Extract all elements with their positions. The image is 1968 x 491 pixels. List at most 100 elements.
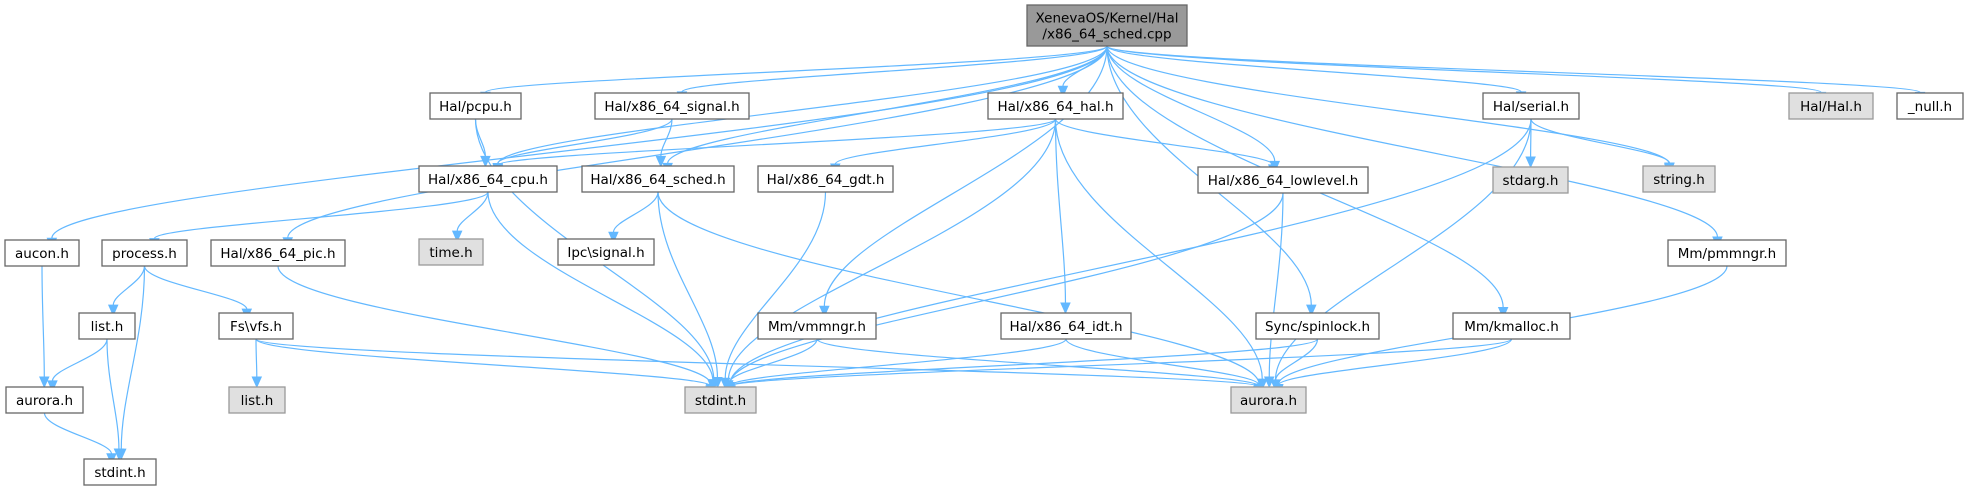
edge-list-to-stdint_l — [106, 338, 125, 461]
node-box — [5, 386, 84, 414]
edge-line — [41, 265, 45, 378]
edge-line — [255, 338, 712, 387]
edge-line — [1106, 45, 1276, 162]
node-mm-vmmngr-h[interactable]: Mm/vmmngr.h — [757, 312, 877, 340]
node-box — [1896, 92, 1964, 120]
edge-line — [834, 118, 1057, 165]
edge-aurora_l-to-stdint_l — [43, 412, 117, 466]
edge-line — [1106, 45, 1822, 93]
node-mm-kmalloc-h[interactable]: Mm/kmalloc.h — [1452, 312, 1571, 340]
edge-hal-to-aurora_c — [1054, 118, 1268, 391]
node-hal-x86-64-sched-h[interactable]: Hal/x86_64_sched.h — [581, 165, 735, 193]
node-aurora-h-external: aurora.h — [1230, 386, 1307, 414]
node-box — [218, 312, 294, 340]
node-hal-x86-64-signal-h[interactable]: Hal/x86_64_signal.h — [594, 92, 750, 120]
node-process-h[interactable]: process.h — [101, 239, 188, 267]
edge-line — [681, 45, 1108, 93]
edge-line — [729, 338, 1319, 387]
node-hal-x86-64-idt-h[interactable]: Hal/x86_64_idt.h — [1000, 312, 1132, 340]
node-label: aurora.h — [16, 393, 73, 409]
edge-line — [728, 338, 818, 383]
node-stdint-h[interactable]: stdint.h — [83, 458, 157, 486]
arrowhead-icon — [39, 376, 50, 389]
edge-line — [474, 118, 487, 157]
edge-serial-to-stdint_c — [724, 118, 1532, 396]
node-box — [418, 165, 558, 193]
node-label: Hal/x86_64_hal.h — [998, 99, 1114, 115]
edge-spinlock-to-stdint_c — [725, 338, 1319, 398]
edge-line — [1106, 45, 1921, 93]
node-box — [83, 458, 157, 486]
node-hal-x86-64-lowlevel-h[interactable]: Hal/x86_64_lowlevel.h — [1197, 166, 1369, 194]
node-aucon-h[interactable]: aucon.h — [4, 239, 80, 267]
node-box — [210, 239, 346, 267]
arrowhead-icon — [712, 376, 723, 389]
edge-line — [1268, 192, 1284, 378]
node-label: list.h — [241, 393, 274, 409]
node-hal-x86-64-gdt-h[interactable]: Hal/x86_64_gdt.h — [757, 165, 894, 193]
edge-line — [1065, 338, 1260, 386]
node-stdarg-h-external: stdarg.h — [1492, 166, 1569, 194]
edge-line — [1106, 45, 1719, 238]
node-box — [1642, 165, 1716, 193]
edge-root-to-vmmngr — [819, 45, 1108, 318]
edge-signal-to-cpu — [492, 118, 673, 175]
edge-cpu-to-time — [451, 191, 489, 243]
node-box — [1255, 312, 1380, 340]
edge-serial-to-string — [1530, 118, 1675, 175]
node-xenevaos-kernel-hal-x86-64-sched-cpp[interactable]: XenevaOS/Kernel/Hal/x86_64_sched.cpp — [1026, 4, 1188, 47]
node-mm-pmmngr-h[interactable]: Mm/pmmngr.h — [1667, 239, 1787, 267]
node-label: Hal/serial.h — [1493, 99, 1569, 115]
node-null-h[interactable]: _null.h — [1896, 92, 1964, 120]
edge-vfs-to-list_ext — [251, 338, 263, 389]
node-box — [78, 312, 136, 340]
edge-line — [823, 45, 1108, 307]
node-fs-vfs-h[interactable]: Fs\vfs.h — [218, 312, 294, 340]
node-time-h-external: time.h — [418, 238, 484, 266]
edge-line — [277, 265, 712, 385]
edge-line — [657, 191, 1260, 384]
node-hal-pcpu-h[interactable]: Hal/pcpu.h — [429, 92, 522, 120]
edge-line — [1275, 338, 1319, 381]
edge-pic-to-stdint_c — [277, 265, 717, 396]
arrowhead-icon — [1306, 304, 1317, 317]
node-box — [101, 239, 188, 267]
node-box — [228, 386, 286, 414]
arrowhead-icon — [655, 155, 667, 168]
node-box — [757, 165, 894, 193]
node-list-h[interactable]: list.h — [78, 312, 136, 340]
node-box — [594, 92, 750, 120]
node-aurora-h[interactable]: aurora.h — [5, 386, 84, 414]
arrowhead-icon — [1060, 302, 1071, 315]
node-hal-x86-64-cpu-h[interactable]: Hal/x86_64_cpu.h — [418, 165, 558, 193]
node-label: stdarg.h — [1503, 173, 1559, 189]
edge-line — [484, 45, 1108, 93]
node-box — [557, 238, 655, 266]
node-hal-x86-64-hal-h[interactable]: Hal/x86_64_hal.h — [987, 92, 1124, 120]
edge-line — [106, 338, 120, 450]
node-hal-serial-h[interactable]: Hal/serial.h — [1482, 92, 1580, 120]
edge-line — [729, 338, 1067, 387]
node-sync-spinlock-h[interactable]: Sync/spinlock.h — [1255, 312, 1380, 340]
node-box — [4, 239, 80, 267]
edge-line — [153, 191, 489, 240]
edge-line — [456, 191, 489, 232]
node-label: aurora.h — [1240, 393, 1297, 409]
node-ipc-signal-h[interactable]: Ipc\signal.h — [557, 238, 655, 266]
edge-line — [497, 45, 1108, 165]
node-box — [418, 238, 484, 266]
edge-signal-to-sched — [655, 118, 673, 168]
node-box — [1492, 166, 1569, 194]
arrowhead-icon — [608, 231, 619, 244]
node-string-h-external: string.h — [1642, 165, 1716, 193]
node-box — [1788, 92, 1874, 120]
node-list-h-external: list.h — [228, 386, 286, 414]
edge-line — [43, 412, 113, 455]
node-label: /x86_64_sched.cpp — [1042, 27, 1171, 43]
node-label: Mm/vmmngr.h — [768, 319, 866, 335]
node-label: Hal/x86_64_sched.h — [590, 172, 725, 188]
node-hal-hal-h-external: Hal/Hal.h — [1788, 92, 1874, 120]
edge-idt-to-stdint_c — [725, 338, 1067, 397]
node-hal-x86-64-pic-h[interactable]: Hal/x86_64_pic.h — [210, 239, 346, 267]
node-box — [1026, 4, 1188, 47]
